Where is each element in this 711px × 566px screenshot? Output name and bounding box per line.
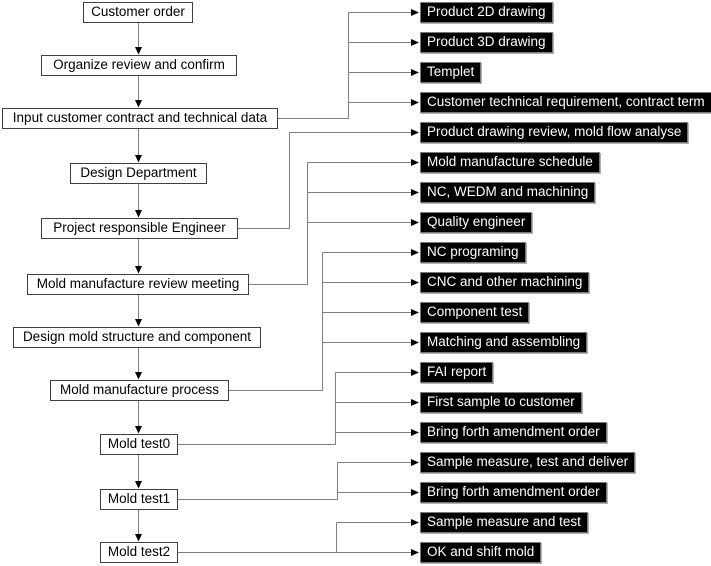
right-arrowhead-icon bbox=[411, 279, 419, 286]
down-arrowhead-icon bbox=[135, 155, 142, 163]
process-node-organize-review-confirm: Organize review and confirm bbox=[41, 55, 237, 76]
right-arrowhead-icon bbox=[411, 99, 419, 106]
edge-trunk-line bbox=[278, 12, 349, 119]
right-arrowhead-icon bbox=[411, 489, 419, 496]
output-node-nc-programing: NC programing bbox=[420, 242, 526, 263]
edge-trunk-line bbox=[178, 522, 337, 553]
right-arrowhead-icon bbox=[411, 69, 419, 76]
process-node-project-responsible-engineer: Project responsible Engineer bbox=[41, 218, 238, 239]
down-arrowhead-icon bbox=[135, 426, 142, 434]
output-node-bring-forth-amendment-order-2: Bring forth amendment order bbox=[420, 482, 607, 503]
down-arrowhead-icon bbox=[135, 100, 142, 108]
output-node-templet: Templet bbox=[420, 62, 482, 83]
process-node-mold-test0: Mold test0 bbox=[100, 434, 178, 455]
process-node-mold-test1: Mold test1 bbox=[100, 489, 178, 510]
output-node-mold-manufacture-schedule: Mold manufacture schedule bbox=[420, 152, 600, 173]
edge-trunk-line bbox=[249, 162, 308, 285]
right-arrowhead-icon bbox=[411, 459, 419, 466]
down-arrowhead-icon bbox=[135, 372, 142, 380]
right-arrowhead-icon bbox=[411, 189, 419, 196]
down-arrowhead-icon bbox=[135, 319, 142, 327]
output-node-sample-measure-test-deliver: Sample measure, test and deliver bbox=[420, 452, 636, 473]
right-arrowhead-icon bbox=[411, 9, 419, 16]
output-node-product-drawing-review: Product drawing review, mold flow analys… bbox=[420, 122, 689, 143]
output-node-nc-wedm-and-machining: NC, WEDM and machining bbox=[420, 182, 596, 203]
right-arrowhead-icon bbox=[411, 159, 419, 166]
down-arrowhead-icon bbox=[135, 47, 142, 55]
output-node-ok-and-shift-mold: OK and shift mold bbox=[420, 542, 542, 563]
output-node-product-2d-drawing: Product 2D drawing bbox=[420, 2, 553, 23]
right-arrowhead-icon bbox=[411, 39, 419, 46]
right-arrowhead-icon bbox=[411, 369, 419, 376]
output-node-sample-measure-and-test: Sample measure and test bbox=[420, 512, 588, 533]
right-arrowhead-icon bbox=[411, 549, 419, 556]
process-node-design-department: Design Department bbox=[70, 163, 207, 184]
down-arrowhead-icon bbox=[135, 481, 142, 489]
output-node-component-test: Component test bbox=[420, 302, 530, 323]
edge-trunk-line bbox=[238, 132, 290, 229]
process-node-mold-manufacture-process: Mold manufacture process bbox=[50, 380, 229, 401]
process-node-input-customer-contract: Input customer contract and technical da… bbox=[2, 108, 278, 129]
output-node-product-3d-drawing: Product 3D drawing bbox=[420, 32, 553, 53]
down-arrowhead-icon bbox=[135, 266, 142, 274]
down-arrowhead-icon bbox=[135, 210, 142, 218]
edge-trunk-line bbox=[229, 252, 323, 391]
right-arrowhead-icon bbox=[411, 339, 419, 346]
output-node-quality-engineer: Quality engineer bbox=[420, 212, 533, 233]
output-node-matching-and-assembling: Matching and assembling bbox=[420, 332, 588, 353]
process-node-mold-manufacture-review-meeting: Mold manufacture review meeting bbox=[27, 274, 249, 295]
right-arrowhead-icon bbox=[411, 219, 419, 226]
output-node-fai-report: FAI report bbox=[420, 362, 494, 383]
edge-trunk-line bbox=[178, 462, 338, 500]
output-node-cnc-and-other-machining: CNC and other machining bbox=[420, 272, 590, 293]
output-node-bring-forth-amendment-order-1: Bring forth amendment order bbox=[420, 422, 607, 443]
right-arrowhead-icon bbox=[411, 429, 419, 436]
process-node-customer-order: Customer order bbox=[83, 2, 193, 23]
process-node-mold-test2: Mold test2 bbox=[100, 542, 178, 563]
output-node-customer-technical-requirement: Customer technical requirement, contract… bbox=[420, 92, 711, 113]
edge-trunk-line bbox=[178, 372, 336, 445]
right-arrowhead-icon bbox=[411, 309, 419, 316]
output-node-first-sample-to-customer: First sample to customer bbox=[420, 392, 582, 413]
process-node-design-mold-structure: Design mold structure and component bbox=[13, 327, 261, 348]
right-arrowhead-icon bbox=[411, 519, 419, 526]
right-arrowhead-icon bbox=[411, 129, 419, 136]
right-arrowhead-icon bbox=[411, 399, 419, 406]
down-arrowhead-icon bbox=[135, 534, 142, 542]
right-arrowhead-icon bbox=[411, 249, 419, 256]
